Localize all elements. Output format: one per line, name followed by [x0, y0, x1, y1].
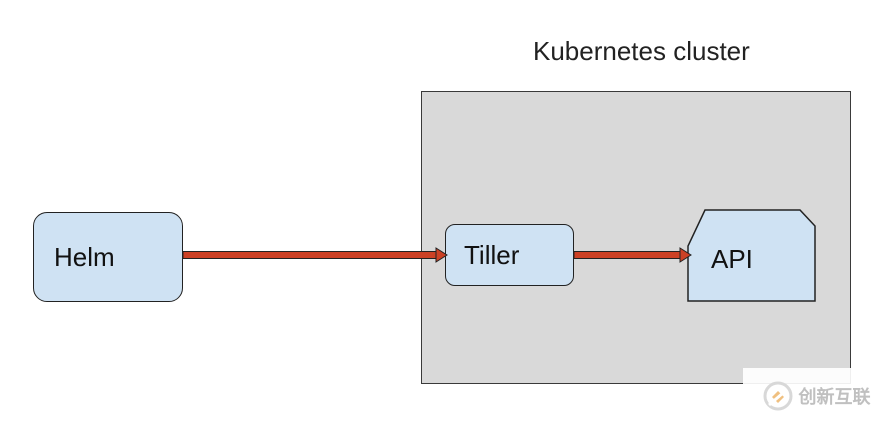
arrow-helm-to-tiller: [182, 247, 448, 263]
helm-node: Helm: [33, 212, 183, 302]
api-node-shape: [687, 209, 816, 302]
helm-label: Helm: [54, 241, 115, 272]
cluster-title: Kubernetes cluster: [533, 36, 750, 66]
watermark: 创新互联: [743, 368, 890, 424]
arrow-tiller-to-api: [573, 247, 692, 263]
api-label: API: [711, 244, 753, 274]
watermark-text: 创新互联: [798, 387, 871, 407]
tiller-node: Tiller: [445, 224, 574, 286]
tiller-label: Tiller: [464, 239, 520, 270]
watermark-logo-icon: [763, 381, 792, 411]
